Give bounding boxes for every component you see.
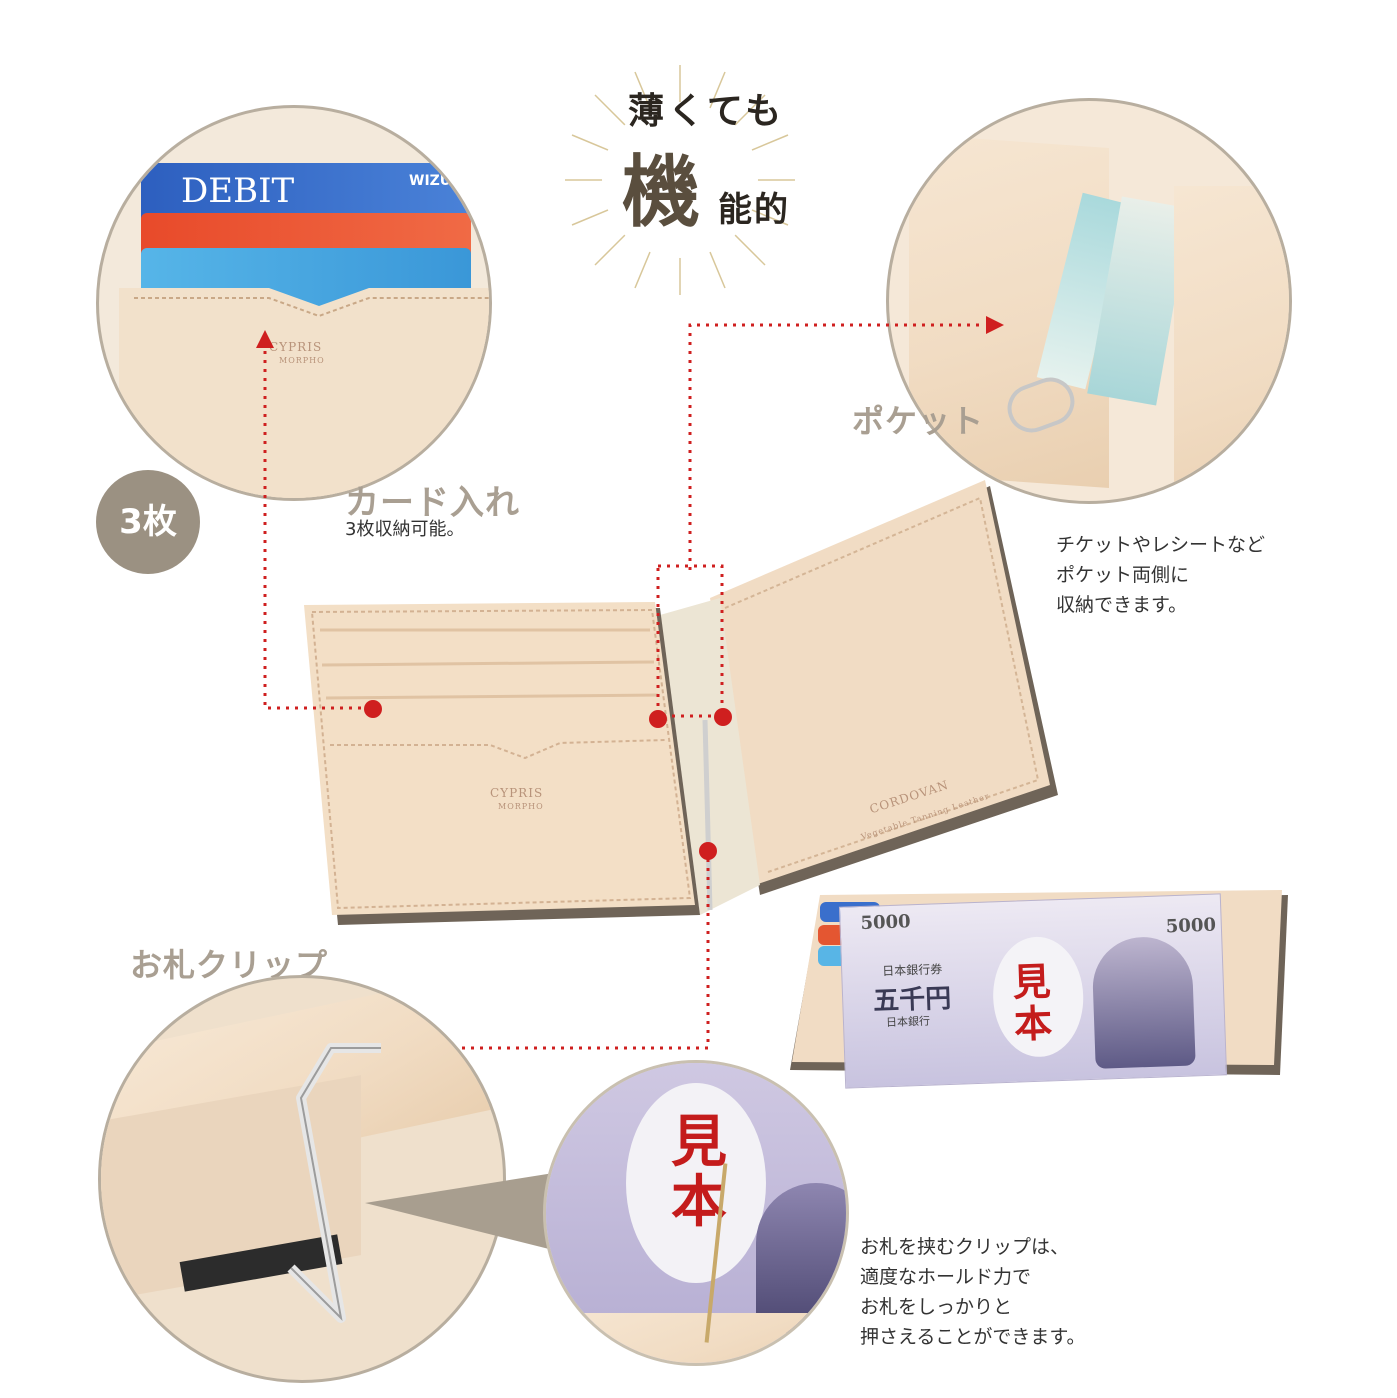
banknote-bank-name: 日本銀行券 bbox=[881, 962, 943, 979]
clip-desc-3: お札をしっかりと bbox=[860, 1296, 1013, 1318]
pocket-closeup bbox=[886, 98, 1292, 504]
clip-desc-1: お札を挟むクリップは、 bbox=[860, 1236, 1070, 1258]
headline-big-char: 機 bbox=[622, 147, 701, 238]
pocket-desc-1: チケットやレシートなど bbox=[1056, 534, 1266, 556]
banknote: 5000 5000 日本銀行券 五千円 日本銀行 見本 bbox=[838, 893, 1228, 1089]
bank-card-text: WIZUHO bbox=[409, 173, 475, 189]
bill-clip-closeup bbox=[98, 975, 506, 1383]
wallet-with-note: 5000 5000 日本銀行券 五千円 日本銀行 見本 bbox=[790, 880, 1290, 1089]
wallet-brand-left-sub: MORPHO bbox=[498, 802, 544, 811]
card-brand-logo: CYPRIS bbox=[269, 340, 323, 354]
card-section-description: 3枚収納可能。 bbox=[345, 519, 465, 540]
card-pocket-front bbox=[119, 288, 489, 498]
sunburst-ornament bbox=[565, 65, 795, 295]
marker-card-pocket bbox=[364, 700, 382, 718]
headline-line2: 能的 bbox=[718, 190, 790, 230]
pocket-right-panel bbox=[1174, 186, 1289, 501]
banknote-value-right: 5000 bbox=[1165, 914, 1217, 938]
clip-desc-2: 適度なホールド力で bbox=[860, 1266, 1032, 1288]
marker-pocket-right bbox=[714, 708, 732, 726]
banknote-portrait bbox=[1091, 935, 1196, 1069]
pocket-desc-2: ポケット両側に bbox=[1056, 564, 1190, 586]
wallet-brand-left: CYPRIS bbox=[490, 786, 544, 800]
marker-clip bbox=[699, 842, 717, 860]
card-brand-sub: MORPHO bbox=[279, 356, 325, 365]
bill-clip-metal bbox=[287, 1043, 381, 1323]
clip-desc-4: 押さえることができます。 bbox=[860, 1326, 1086, 1348]
card-pocket-closeup: DEBIT WIZUHO CYPRIS MORPHO bbox=[96, 105, 492, 501]
pocket-section-title: ポケット bbox=[852, 402, 985, 440]
banknote-value: 5000 bbox=[860, 911, 911, 934]
pointer-wedge bbox=[365, 1168, 585, 1258]
banknote-sample-mark: 見本 bbox=[1011, 959, 1053, 1047]
closeup-portrait bbox=[756, 1183, 846, 1333]
count-badge: 3枚 bbox=[96, 470, 200, 574]
headline-line1: 薄くても bbox=[628, 90, 786, 132]
closeup-sample-oval bbox=[626, 1083, 766, 1283]
open-wallet bbox=[304, 480, 1058, 925]
note-clip-closeup: 見本 bbox=[543, 1060, 849, 1366]
card-section-title: カード入れ bbox=[345, 483, 520, 523]
banknote-issuer: 日本銀行 bbox=[885, 1014, 931, 1030]
debit-card-text: DEBIT bbox=[181, 171, 295, 211]
pocket-desc-3: 収納できます。 bbox=[1056, 594, 1188, 616]
closeup-leather-strip bbox=[546, 1313, 846, 1363]
count-badge-text: 3枚 bbox=[119, 502, 177, 542]
banknote-denomination: 五千円 bbox=[872, 983, 952, 1017]
marker-pocket-left bbox=[649, 710, 667, 728]
